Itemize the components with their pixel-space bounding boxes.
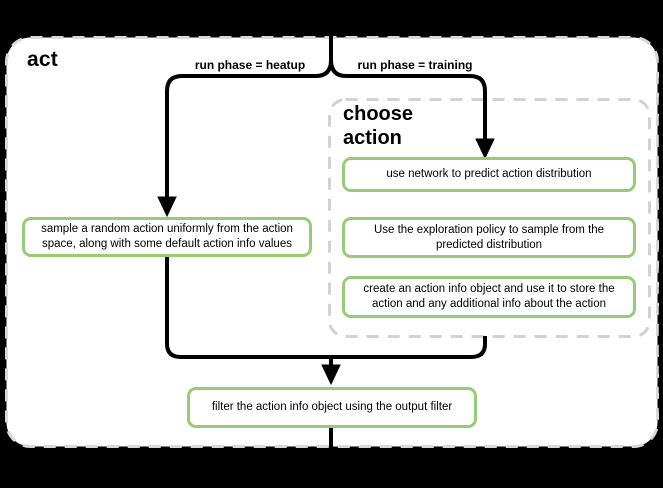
node-use-network: use network to predict action distributi… [342, 157, 636, 192]
connector-sample-to-merge [165, 255, 331, 359]
node-create-action-info: create an action info object and use it … [342, 276, 636, 318]
branch-label-training: run phase = training [357, 58, 473, 72]
panel-title: act [27, 48, 58, 71]
node-exploration-policy: Use the exploration policy to sample fro… [342, 217, 636, 258]
arrowhead-into-use-network-node [475, 138, 495, 160]
arrowhead-into-sample-node [157, 196, 177, 218]
connector-training-branch [329, 59, 487, 140]
connector-heatup-branch [165, 59, 333, 198]
group-title-choose-action: choose action [343, 103, 414, 149]
arrowhead-into-filter-node [321, 364, 341, 386]
node-filter-output: filter the action info object using the … [187, 387, 477, 428]
branch-label-heatup: run phase = heatup [194, 58, 306, 72]
connector-group-to-merge [331, 336, 487, 359]
node-sample-random-action: sample a random action uniformly from th… [22, 217, 312, 257]
